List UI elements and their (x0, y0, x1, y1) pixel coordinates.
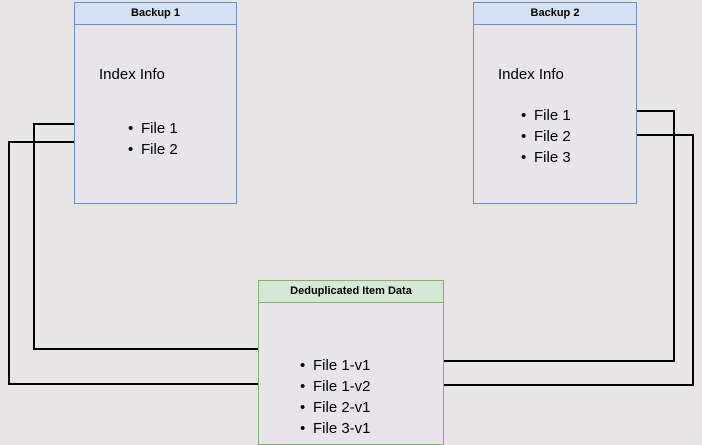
list-item: File 1-v1 (298, 355, 371, 376)
dedup-item-list: File 1-v1 File 1-v2 File 2-v1 File 3-v1 (298, 355, 371, 439)
node-backup-1-body: Index Info File 1 File 2 (75, 25, 236, 203)
backup-2-index-info-label: Index Info (498, 66, 564, 83)
node-backup-1[interactable]: Backup 1 Index Info File 1 File 2 (74, 2, 237, 204)
backup-1-file-list: File 1 File 2 (126, 118, 178, 160)
node-backup-2-body: Index Info File 1 File 2 File 3 (474, 25, 636, 203)
list-item: File 2 (126, 139, 178, 160)
list-item: File 1 (126, 118, 178, 139)
list-item: File 2 (519, 126, 571, 147)
list-item: File 1-v2 (298, 376, 371, 397)
list-item: File 3-v1 (298, 418, 371, 439)
node-dedup-body: File 1-v1 File 1-v2 File 2-v1 File 3-v1 (259, 303, 443, 444)
node-backup-1-title: Backup 1 (75, 3, 236, 25)
list-item: File 3 (519, 147, 571, 168)
list-item: File 2-v1 (298, 397, 371, 418)
node-backup-2[interactable]: Backup 2 Index Info File 1 File 2 File 3 (473, 2, 637, 204)
list-item: File 1 (519, 105, 571, 126)
node-backup-2-title: Backup 2 (474, 3, 636, 25)
node-dedup-title: Deduplicated Item Data (259, 281, 443, 303)
backup-2-file-list: File 1 File 2 File 3 (519, 105, 571, 168)
node-deduplicated-item-data[interactable]: Deduplicated Item Data File 1-v1 File 1-… (258, 280, 444, 445)
backup-1-index-info-label: Index Info (99, 66, 165, 83)
